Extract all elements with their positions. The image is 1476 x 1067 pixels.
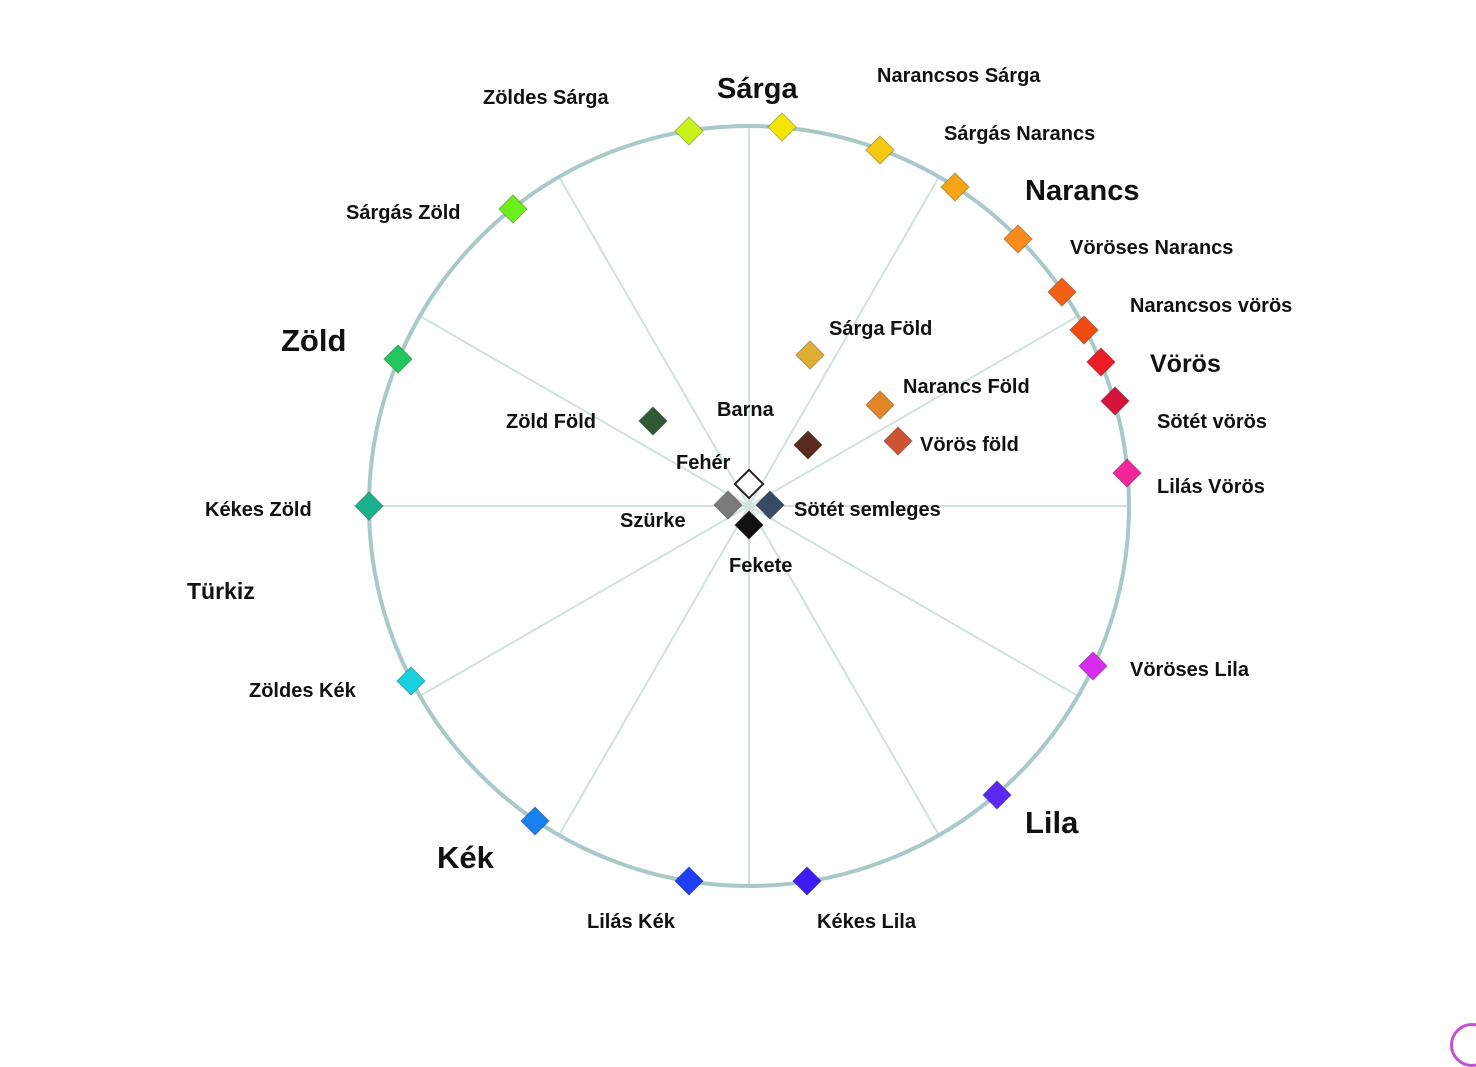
hue-marker xyxy=(1086,347,1116,377)
major-label-lila: Lila xyxy=(1025,805,1079,840)
wheel-spoke xyxy=(558,176,750,507)
wheel-spokes xyxy=(369,126,1129,886)
label-zoldes-kek: Zöldes Kék xyxy=(249,680,357,702)
major-label-kek: Kék xyxy=(437,840,495,875)
hue-marker xyxy=(1078,651,1108,681)
label-sargas-narancs: Sárgás Narancs xyxy=(944,123,1095,145)
hue-marker xyxy=(865,135,895,165)
wheel-spoke xyxy=(748,505,940,836)
label-sarga-fold: Sárga Föld xyxy=(829,318,932,340)
hue-marker xyxy=(767,112,797,142)
hue-marker xyxy=(674,116,704,146)
hue-marker xyxy=(354,491,384,521)
label-sargas-zold: Sárgás Zöld xyxy=(346,202,460,224)
color-markers xyxy=(354,112,1142,896)
major-label-narancs: Narancs xyxy=(1025,175,1139,207)
label-voroses-lila: Vöröses Lila xyxy=(1130,659,1250,681)
wheel-spoke xyxy=(419,315,750,507)
hue-marker xyxy=(396,666,426,696)
inner-marker xyxy=(734,510,764,540)
label-feher: Fehér xyxy=(676,452,731,474)
hue-marker xyxy=(1069,315,1099,345)
label-barna: Barna xyxy=(717,399,775,421)
label-zoldes-sarga: Zöldes Sárga xyxy=(483,87,609,109)
hue-marker xyxy=(1003,224,1033,254)
label-narancsos-voros: Narancsos vörös xyxy=(1130,295,1292,317)
hue-marker xyxy=(674,866,704,896)
major-label-voros: Vörös xyxy=(1150,350,1221,378)
label-zold-fold: Zöld Föld xyxy=(506,411,596,433)
hue-marker xyxy=(1112,458,1142,488)
wheel-spoke xyxy=(748,315,1079,507)
wheel-spoke xyxy=(748,176,940,507)
inner-marker xyxy=(883,426,913,456)
label-kekes-lila: Kékes Lila xyxy=(817,911,917,933)
hue-marker xyxy=(520,806,550,836)
hue-marker xyxy=(1100,386,1130,416)
label-kekes-zold: Kékes Zöld xyxy=(205,499,312,521)
label-narancsos-sarga: Narancsos Sárga xyxy=(877,65,1041,87)
label-szurke: Szürke xyxy=(620,510,686,532)
hue-marker xyxy=(1047,277,1077,307)
label-voroses-narancs: Vöröses Narancs xyxy=(1070,237,1233,259)
label-fekete: Fekete xyxy=(729,555,792,577)
inner-marker xyxy=(793,430,823,460)
label-voros-fold: Vörös föld xyxy=(920,434,1019,456)
wheel-spoke xyxy=(419,505,750,697)
major-label-turkiz: Türkiz xyxy=(187,578,255,604)
hue-marker xyxy=(383,344,413,374)
inner-marker xyxy=(713,490,743,520)
inner-marker xyxy=(865,390,895,420)
wheel-spoke xyxy=(748,505,1079,697)
inner-marker xyxy=(795,340,825,370)
label-narancs-fold: Narancs Föld xyxy=(903,376,1030,398)
inner-marker xyxy=(755,490,785,520)
label-sotet-semleges: Sötét semleges xyxy=(794,499,941,521)
hue-marker xyxy=(792,866,822,896)
wheel-spoke xyxy=(558,505,750,836)
major-label-sarga: Sárga xyxy=(717,73,798,105)
color-wheel-diagram: Sárga Narancs Vörös Lila Kék Zöld Türkiz… xyxy=(187,65,1292,933)
label-sotet-voros: Sötét vörös xyxy=(1157,411,1267,433)
hue-marker xyxy=(498,194,528,224)
hue-marker xyxy=(940,172,970,202)
inner-marker xyxy=(733,468,765,500)
major-label-zold: Zöld xyxy=(281,323,346,358)
label-lilas-voros: Lilás Vörös xyxy=(1157,476,1265,498)
inner-marker xyxy=(638,406,668,436)
hue-marker xyxy=(982,780,1012,810)
label-lilas-kek: Lilás Kék xyxy=(587,911,676,933)
